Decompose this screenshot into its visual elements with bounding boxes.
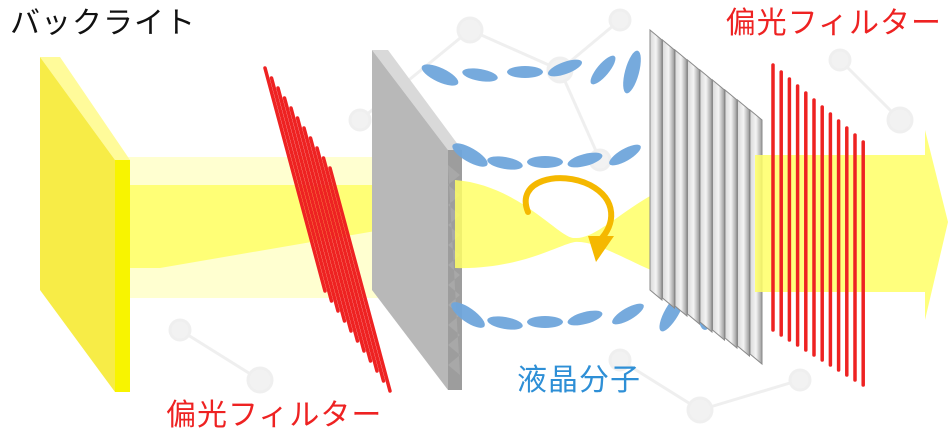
alignment-fin — [737, 98, 750, 358]
polarizer-line — [289, 106, 353, 333]
alignment-fin — [687, 58, 700, 326]
alignment-fin — [662, 38, 675, 310]
alignment-plate-right — [649, 28, 763, 366]
rotation-arrow — [522, 175, 615, 262]
polarizer-filter-right — [771, 63, 865, 387]
alignment-fin — [724, 88, 738, 350]
polarizer-filter-left — [263, 66, 392, 393]
light-beam-output — [755, 130, 948, 320]
alignment-fin — [712, 78, 725, 342]
backlight-panel — [40, 57, 130, 392]
alignment-fin — [674, 48, 688, 318]
polarizer-label-top: 偏光フィルター — [725, 6, 942, 41]
polarizer-label-bottom: 偏光フィルター — [166, 398, 383, 433]
polarizer-line — [295, 116, 360, 343]
polarizer-line — [321, 156, 386, 383]
alignment-fin — [649, 28, 663, 302]
polarizer-line — [315, 146, 379, 373]
light-beam-twisted — [455, 180, 690, 285]
polarizer-line — [263, 66, 327, 293]
alignment-fin — [699, 68, 713, 334]
polarizer-line — [302, 126, 366, 353]
backlight-label: バックライト — [10, 6, 196, 41]
alignment-plate-left — [372, 50, 462, 390]
liquid-crystal-label: 液晶分子 — [517, 363, 641, 398]
polarizer-line — [328, 166, 392, 393]
polarizer-line — [269, 76, 334, 303]
polarizer-line — [276, 86, 340, 313]
polarizer-line — [308, 136, 373, 363]
polarizer-line — [282, 96, 347, 323]
